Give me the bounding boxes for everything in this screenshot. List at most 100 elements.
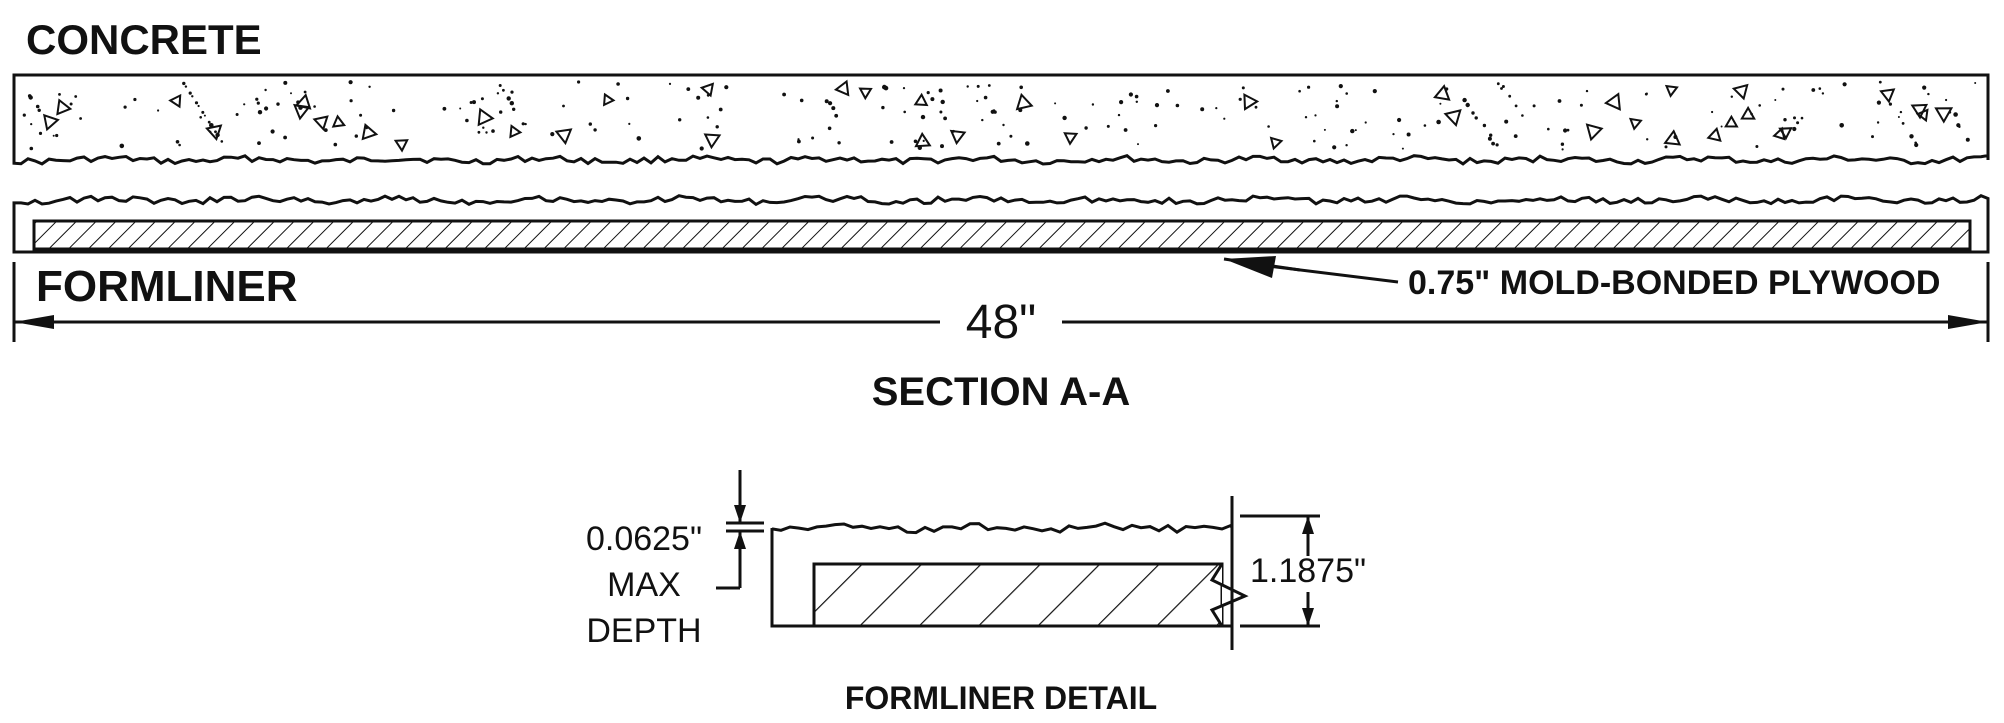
concrete-slab [12,73,1990,166]
aggregate-dot [175,140,180,144]
aggregate-dot [264,106,269,111]
aggregate-dot [668,82,672,85]
aggregate-dot [1401,147,1404,150]
aggregate-stone [1603,92,1621,111]
aggregate-dot [1508,94,1512,98]
aggregate-dot [913,139,918,144]
aggregate-stone [168,93,182,109]
aggregate-dot [593,128,597,132]
aggregate-stone [312,115,329,132]
aggregate-dot [976,84,980,88]
aggregate-dot [69,102,73,106]
aggregate-dot [1019,85,1023,90]
aggregate-dot [201,110,205,114]
aggregate-dot [1267,125,1270,128]
aggregate-dot [1758,104,1761,107]
plywood-hatch [32,219,1972,251]
aggregate-dot [831,106,836,111]
thickness-dimension-line [1240,514,1320,628]
aggregate-dot [1563,128,1568,133]
aggregate-dot [1215,107,1218,110]
aggregate-dot [1557,99,1562,103]
aggregate-dot [1501,85,1505,88]
aggregate-dot [562,104,565,108]
width-dimension-line [12,262,1990,342]
aggregate-dot [1818,87,1822,90]
aggregate-dot [827,126,832,131]
aggregate-dot [1644,92,1648,96]
aggregate-dot [220,140,224,143]
aggregate-dot [550,132,555,137]
aggregate-dot [1238,97,1242,101]
aggregate-stone [699,82,715,98]
aggregate-dot [834,113,839,118]
aggregate-dot [1406,132,1411,137]
aggregate-dot [52,134,55,137]
aggregate-dot [939,110,943,114]
aggregate-stone [833,79,850,97]
depth-dimension-line [716,470,764,590]
aggregate-dot [930,97,935,102]
aggregate-dot [1117,113,1121,117]
aggregate-dot [1927,92,1930,96]
aggregate-dot [348,80,353,85]
aggregate-dot [1345,144,1348,147]
aggregate-dot [625,96,630,101]
aggregate-dot [1350,128,1355,134]
aggregate-stone [1663,129,1682,146]
aggregate-dot [943,116,947,121]
aggregate-dot [28,95,33,100]
aggregate-stone [1433,84,1451,101]
aggregate-stone [554,128,573,146]
aggregate-dot [678,118,682,122]
detail-formliner-body [770,521,1234,628]
aggregate-dot [1223,117,1226,120]
aggregate-dot [1646,138,1649,141]
aggregate-dot [1909,134,1914,139]
aggregate-dot [184,85,188,88]
aggregate-dot [157,109,160,112]
aggregate-dot [1821,92,1825,95]
aggregate-stone [1879,88,1896,104]
aggregate-dot [58,93,61,96]
aggregate-dot [724,85,729,90]
aggregate-dot [482,126,485,129]
aggregate-dot [1730,95,1734,98]
aggregate-dot [1241,86,1245,90]
aggregate-dot [1423,124,1427,127]
aggregate-dot [1137,143,1139,146]
aggregate-dot [1134,94,1139,99]
aggregate-dot [1335,104,1340,109]
aggregate-dot [1397,117,1402,123]
aggregate-dot [976,99,979,103]
aggregate-dot [1354,129,1357,132]
aggregate-dot [283,80,288,85]
aggregate-dot [79,117,82,120]
aggregate-dot [276,102,280,106]
aggregate-dot [1304,116,1308,119]
aggregate-dot [1462,97,1467,103]
aggregate-dot [1465,102,1470,108]
aggregate-dot [235,113,239,116]
aggregate-dot [1965,137,1970,142]
aggregate-dot [55,133,59,138]
concrete-label: CONCRETE [26,16,262,63]
aggregate-dot [270,129,275,134]
aggregate-dot [1323,128,1326,131]
aggregate-dot [837,141,841,145]
aggregate-dot [1474,116,1478,120]
aggregate-dot [1796,121,1800,125]
aggregate-dot [349,99,353,103]
aggregate-dot [1899,110,1903,114]
aggregate-dot [1532,104,1536,108]
aggregate-dot [1307,85,1311,89]
aggregate-dot [207,120,211,124]
formliner-body [12,194,1990,254]
aggregate-stone [1015,92,1034,111]
aggregate-dot [257,141,261,146]
aggregate-stone [913,92,929,107]
aggregate-dot [940,99,945,105]
aggregate-dot [1175,103,1180,108]
aggregate-dot [1547,127,1550,131]
aggregate-dot [1897,116,1900,118]
